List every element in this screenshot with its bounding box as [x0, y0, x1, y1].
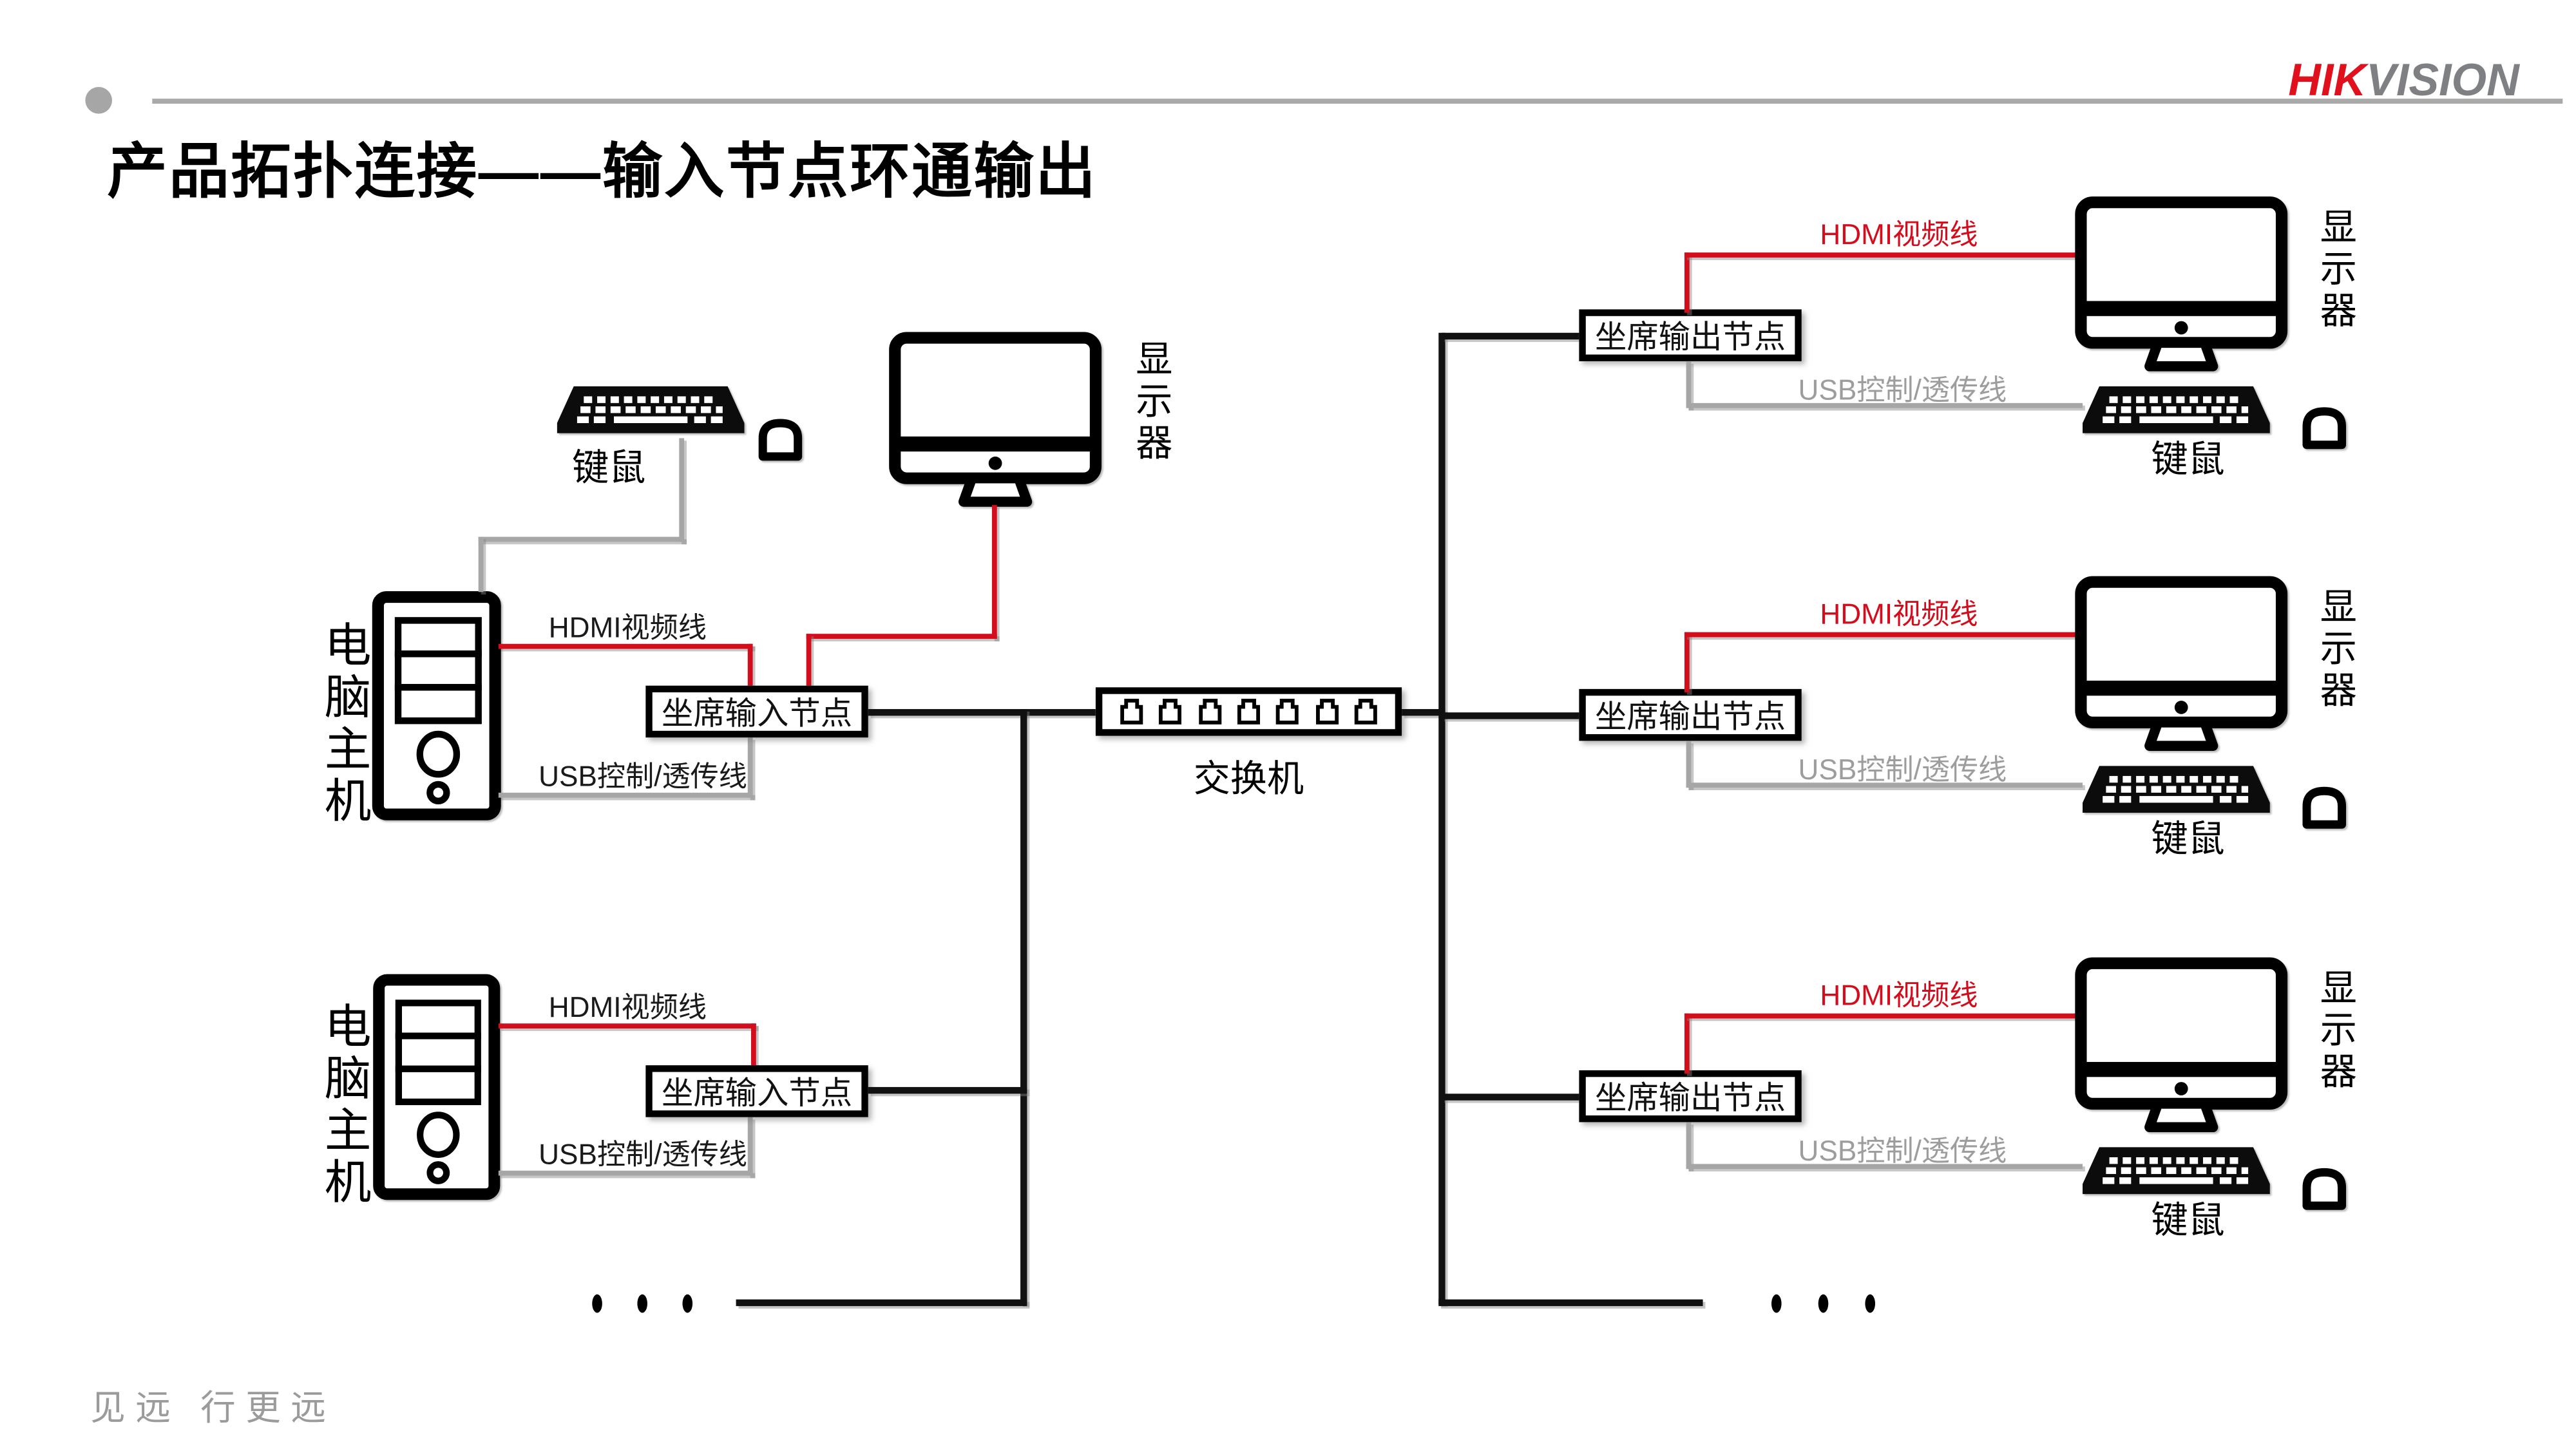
- ellipsis-dot: [1818, 1294, 1829, 1313]
- network-trunk-line: [1020, 709, 1027, 1305]
- hdmi-cable: [1684, 632, 2078, 638]
- hdmi-cable: [1684, 632, 1690, 693]
- pc-tower-icon: [372, 591, 501, 820]
- kb-mouse-label: 键鼠: [2151, 1198, 2225, 1241]
- ellipsis-dot: [682, 1294, 693, 1313]
- usb-cable: [498, 792, 753, 798]
- mouse-icon: [2302, 1168, 2347, 1210]
- network-trunk-line: [736, 1299, 1027, 1307]
- usb-cable: [747, 1117, 753, 1176]
- hdmi-cable: [1684, 252, 2078, 258]
- network-cable: [1402, 709, 1445, 716]
- monitor-icon: [2075, 957, 2288, 1133]
- hdmi-cable-label: HDMI视频线: [1820, 980, 1978, 1012]
- input-node-box: 坐席输入节点: [645, 1065, 868, 1117]
- usb-cable: [1686, 361, 1692, 408]
- keyboard-icon: [2083, 766, 2270, 813]
- switch-label: 交换机: [1193, 757, 1304, 800]
- hdmi-cable-label: HDMI视频线: [1820, 219, 1978, 251]
- hdmi-cable: [498, 643, 753, 649]
- mouse-icon: [2302, 407, 2347, 450]
- hdmi-cable-label: HDMI视频线: [548, 991, 707, 1024]
- pc-host-label: 电脑主机: [319, 1001, 372, 1209]
- monitor-icon: [2075, 576, 2288, 751]
- hdmi-cable-label: HDMI视频线: [1820, 598, 1978, 630]
- network-trunk-line: [1438, 332, 1445, 1305]
- kb-mouse-label: 键鼠: [2151, 817, 2225, 860]
- logo-vision-text: VISION: [2366, 55, 2519, 106]
- ellipsis-dot: [592, 1294, 602, 1313]
- page-title: 产品拓扑连接——输入节点环通输出: [107, 137, 1098, 206]
- keyboard-icon: [2083, 386, 2270, 433]
- pc-host-label: 电脑主机: [319, 620, 372, 828]
- kb-mouse-label: 键鼠: [2151, 438, 2225, 480]
- network-trunk-line: [1438, 1299, 1703, 1307]
- ellipsis-dot: [1771, 1294, 1782, 1313]
- rj45-port-icon: [1276, 698, 1299, 724]
- output-node-box: 坐席输出节点: [1579, 1070, 1802, 1122]
- usb-cable: [679, 438, 685, 542]
- input-node-box: 坐席输入节点: [645, 685, 868, 738]
- pc-tower-icon: [373, 974, 501, 1200]
- usb-cable-label: USB控制/透传线: [1798, 754, 2007, 786]
- usb-cable-label: USB控制/透传线: [1798, 1135, 2007, 1168]
- rj45-port-icon: [1237, 698, 1260, 724]
- ellipsis-dot: [1865, 1294, 1876, 1313]
- rj45-port-icon: [1354, 698, 1377, 724]
- mouse-icon: [758, 419, 803, 461]
- rj45-port-icon: [1315, 698, 1338, 724]
- hdmi-cable: [750, 1023, 756, 1069]
- usb-cable: [1686, 1164, 2083, 1170]
- hdmi-cable-label: HDMI视频线: [548, 612, 707, 644]
- logo-hik-text: HIK: [2288, 55, 2367, 106]
- network-cable: [1442, 1094, 1581, 1101]
- usb-cable-label: USB控制/透传线: [1798, 374, 2007, 407]
- monitor-label: 显示器: [2314, 587, 2357, 713]
- hikvision-logo: HIKVISION: [2288, 55, 2519, 108]
- hdmi-cable: [1684, 1013, 2078, 1019]
- usb-cable: [478, 536, 484, 592]
- network-switch: [1095, 687, 1402, 736]
- usb-cable: [498, 1170, 753, 1176]
- hdmi-cable: [1684, 1013, 1690, 1074]
- mouse-icon: [2302, 786, 2347, 829]
- monitor-label: 显示器: [2314, 968, 2357, 1094]
- hdmi-cable: [806, 634, 997, 639]
- header-rule-line: [152, 99, 2563, 104]
- output-node-box: 坐席输出节点: [1579, 309, 1802, 361]
- monitor-icon: [2075, 196, 2288, 372]
- rj45-port-icon: [1198, 698, 1221, 724]
- keyboard-icon: [557, 386, 745, 433]
- hdmi-cable: [991, 505, 997, 639]
- hdmi-cable: [498, 1023, 756, 1029]
- network-cable: [1442, 712, 1581, 719]
- monitor-label: 显示器: [1131, 339, 1173, 465]
- usb-cable: [1686, 782, 2083, 788]
- network-cable: [868, 709, 1096, 716]
- usb-cable-label: USB控制/透传线: [539, 1139, 747, 1171]
- network-cable: [1442, 332, 1581, 340]
- output-node-box: 坐席输出节点: [1579, 688, 1802, 741]
- keyboard-icon: [2083, 1147, 2270, 1195]
- usb-cable: [1686, 741, 1692, 788]
- usb-cable: [747, 737, 753, 798]
- rj45-port-icon: [1159, 698, 1183, 724]
- monitor-icon: [889, 332, 1102, 507]
- hdmi-cable: [1684, 252, 1690, 313]
- usb-cable: [1686, 1122, 1692, 1170]
- usb-cable-label: USB控制/透传线: [539, 761, 747, 793]
- footer-slogan: 见远 行更远: [90, 1389, 336, 1428]
- kb-mouse-label: 键鼠: [572, 446, 646, 489]
- monitor-label: 显示器: [2314, 207, 2357, 333]
- usb-cable: [478, 536, 685, 542]
- ellipsis-dot: [637, 1294, 647, 1313]
- hdmi-cable: [747, 643, 753, 689]
- hdmi-cable: [806, 634, 812, 689]
- rj45-port-icon: [1120, 698, 1143, 724]
- usb-cable: [1686, 402, 2083, 408]
- decorative-dot: [85, 87, 112, 114]
- network-cable: [868, 1086, 1027, 1094]
